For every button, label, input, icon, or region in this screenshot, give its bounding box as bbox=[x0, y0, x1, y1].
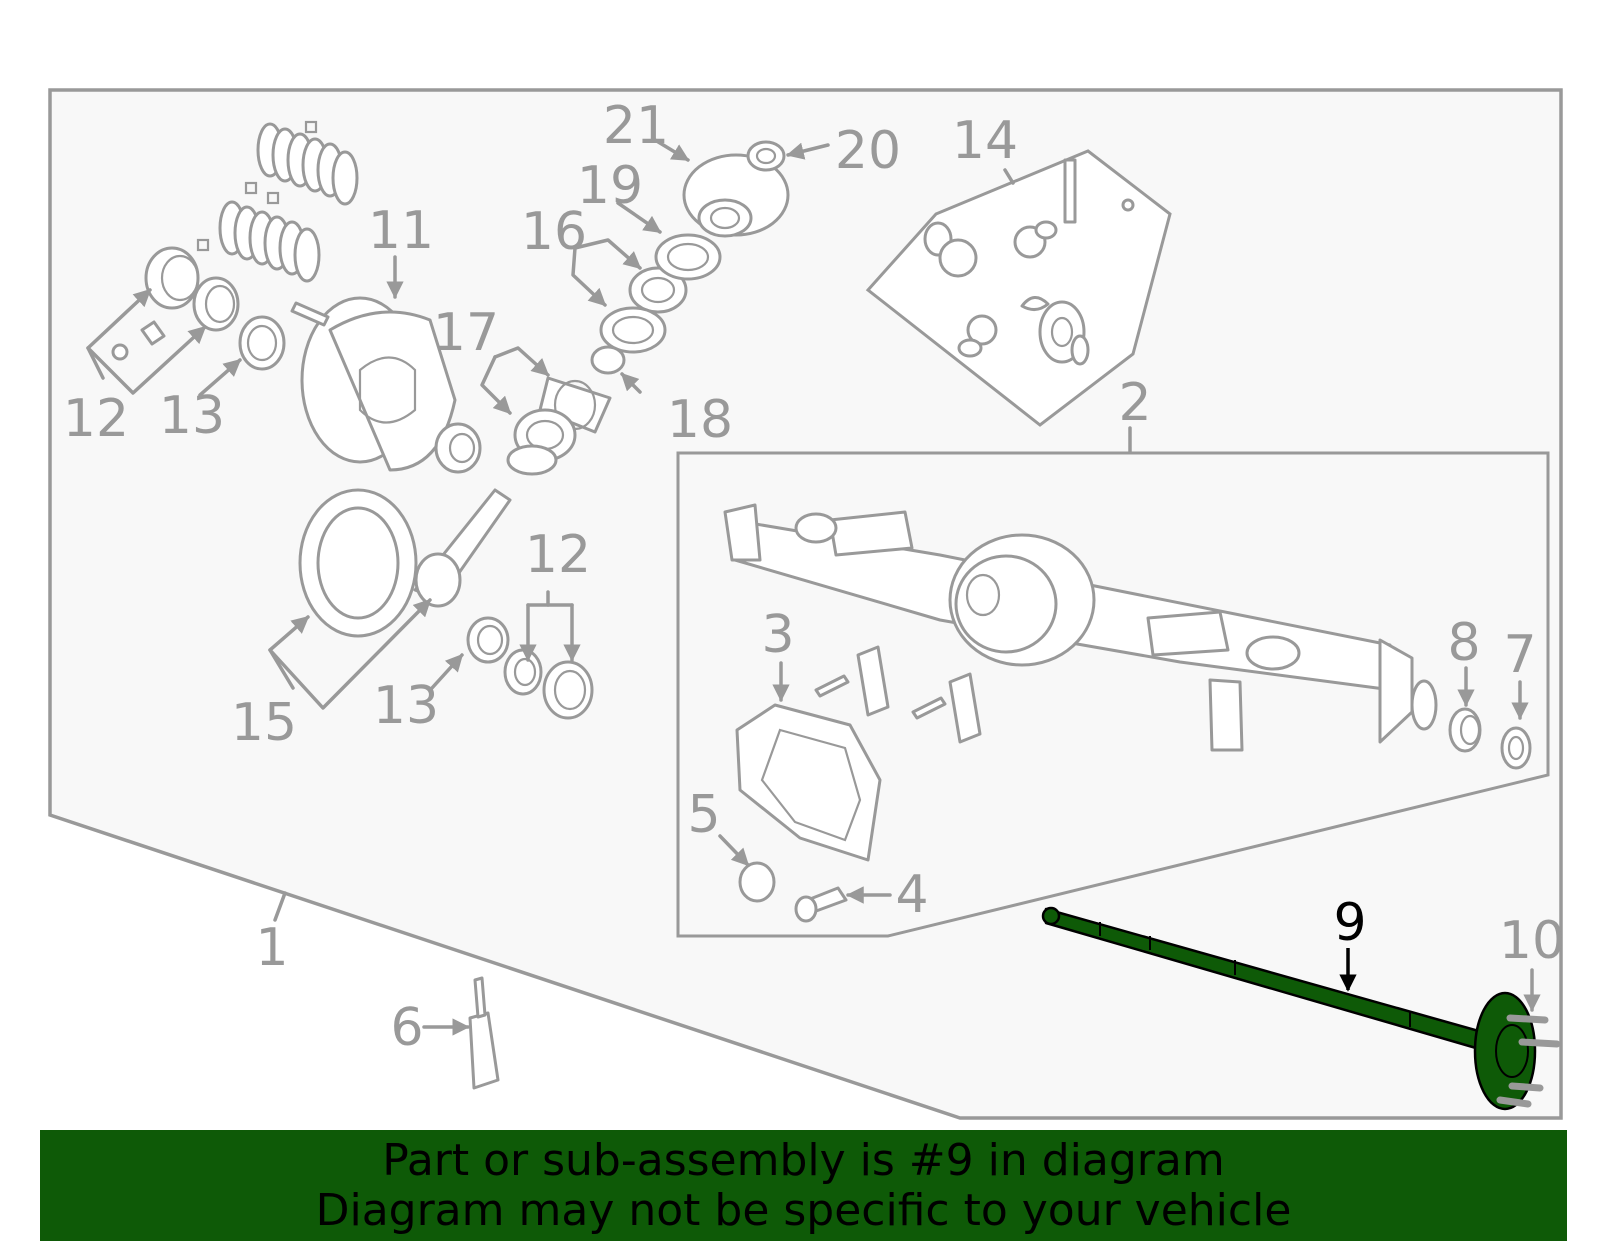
callout-4: 4 bbox=[895, 865, 928, 925]
callout-14: 14 bbox=[952, 111, 1018, 171]
wheel-studs bbox=[1496, 1014, 1561, 1108]
callout-6: 6 bbox=[390, 998, 423, 1058]
callout-3: 3 bbox=[761, 605, 794, 665]
bearing-cone-left bbox=[192, 276, 240, 332]
bearing-cone-16 bbox=[628, 266, 688, 314]
bearing-cup-17 bbox=[538, 376, 612, 434]
cover-bolt bbox=[794, 886, 848, 923]
callout-18: 18 bbox=[667, 390, 733, 450]
pinion-gear bbox=[413, 488, 512, 608]
axle-seal bbox=[1500, 726, 1532, 770]
callout-10: 10 bbox=[1499, 911, 1565, 971]
bearing-cup-left bbox=[144, 246, 200, 310]
info-banner: Part or sub-assembly is #9 in diagram Di… bbox=[40, 1130, 1567, 1241]
callout-5: 5 bbox=[687, 785, 720, 845]
callout-15: 15 bbox=[231, 693, 297, 753]
shim-17 bbox=[506, 444, 558, 476]
callout-16: 16 bbox=[521, 202, 587, 262]
bolt-small bbox=[290, 301, 330, 327]
banner-line-1: Part or sub-assembly is #9 in diagram bbox=[382, 1134, 1225, 1186]
callout-8: 8 bbox=[1447, 613, 1480, 673]
seal-left bbox=[238, 315, 286, 371]
callout-12-left: 12 bbox=[63, 389, 129, 449]
axle-cover bbox=[735, 703, 882, 862]
axle-housing bbox=[723, 503, 1438, 752]
callout-9: 9 bbox=[1333, 893, 1366, 953]
callout-7: 7 bbox=[1503, 625, 1536, 685]
seal-19 bbox=[654, 233, 722, 281]
small-fittings bbox=[111, 320, 166, 361]
bearing-cone-pinion bbox=[503, 648, 543, 696]
callout-12-right: 12 bbox=[525, 525, 591, 585]
spacer-18 bbox=[590, 345, 626, 375]
clutch-plate-stack-lower bbox=[196, 181, 321, 283]
ring-gear bbox=[298, 488, 418, 638]
callout-13-right: 13 bbox=[373, 676, 439, 736]
callout-19: 19 bbox=[577, 156, 643, 216]
bearing-caps bbox=[814, 645, 982, 744]
bearing-cup-pinion bbox=[542, 660, 594, 720]
callout-13-left: 13 bbox=[159, 386, 225, 446]
differential-case bbox=[300, 296, 482, 474]
callout-1: 1 bbox=[255, 918, 288, 978]
seal-pinion bbox=[466, 616, 510, 664]
differential-kit-outline bbox=[865, 149, 1172, 427]
sealant-tube bbox=[468, 976, 500, 1090]
wheel-bearing bbox=[1448, 707, 1482, 753]
callout-17: 17 bbox=[433, 303, 499, 363]
bearing-cup-16 bbox=[599, 306, 667, 354]
callout-20: 20 bbox=[835, 121, 901, 181]
parts-diagram: 1 2 3 4 5 6 7 8 9 10 11 12 12 13 13 14 1… bbox=[48, 88, 1565, 1120]
pinion-nut bbox=[746, 140, 786, 172]
callout-21: 21 bbox=[603, 96, 669, 156]
banner-line-2: Diagram may not be specific to your vehi… bbox=[315, 1184, 1292, 1236]
clutch-plate-stack-upper bbox=[256, 120, 359, 206]
callout-11: 11 bbox=[368, 201, 434, 261]
differential-kit-parts bbox=[923, 158, 1135, 366]
callout-2: 2 bbox=[1118, 373, 1151, 433]
companion-flange bbox=[682, 153, 790, 238]
fill-plug bbox=[738, 861, 776, 903]
